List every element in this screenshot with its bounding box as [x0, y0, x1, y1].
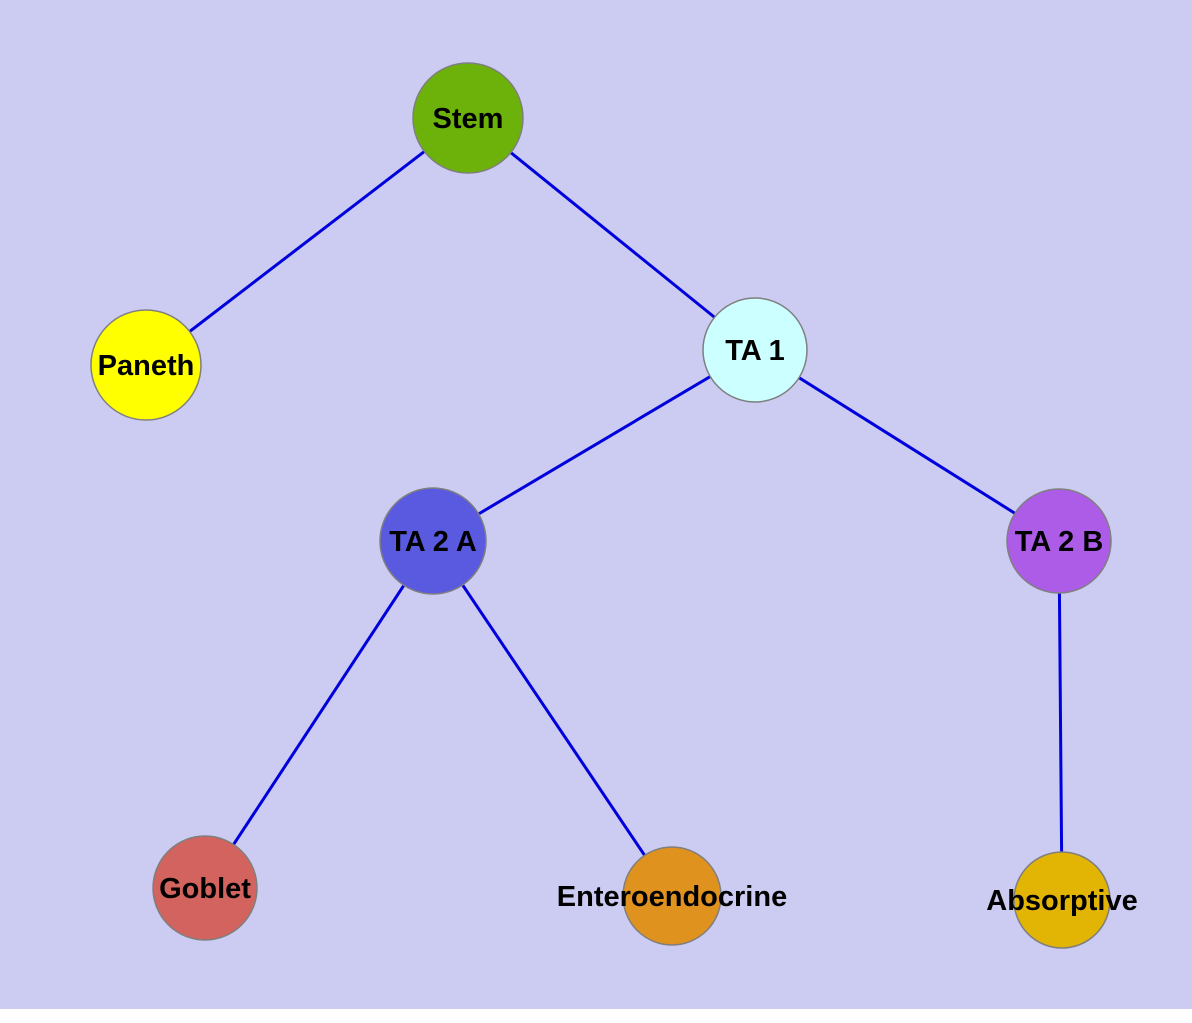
node-ta2a[interactable] [379, 487, 487, 595]
edge-ta2a-to-goblet [203, 540, 435, 889]
node-paneth[interactable] [90, 309, 202, 421]
node-goblet[interactable] [152, 835, 258, 941]
node-absorptive[interactable] [1013, 851, 1111, 949]
edge-ta2a-to-enteroendocrine [431, 540, 674, 897]
node-stem[interactable] [412, 62, 524, 174]
edge-layer [145, 116, 1064, 901]
node-ta2b[interactable] [1006, 488, 1112, 594]
node-ta1[interactable] [702, 297, 808, 403]
edge-stem-to-ta1 [467, 116, 756, 352]
node-enteroendocrine[interactable] [622, 846, 722, 946]
edge-ta2b-to-absorptive [1057, 540, 1064, 901]
node-layer [90, 62, 1112, 949]
edge-ta1-to-ta2b [754, 348, 1060, 543]
edge-stem-to-paneth [145, 116, 469, 367]
edge-ta1-to-ta2a [432, 348, 756, 543]
